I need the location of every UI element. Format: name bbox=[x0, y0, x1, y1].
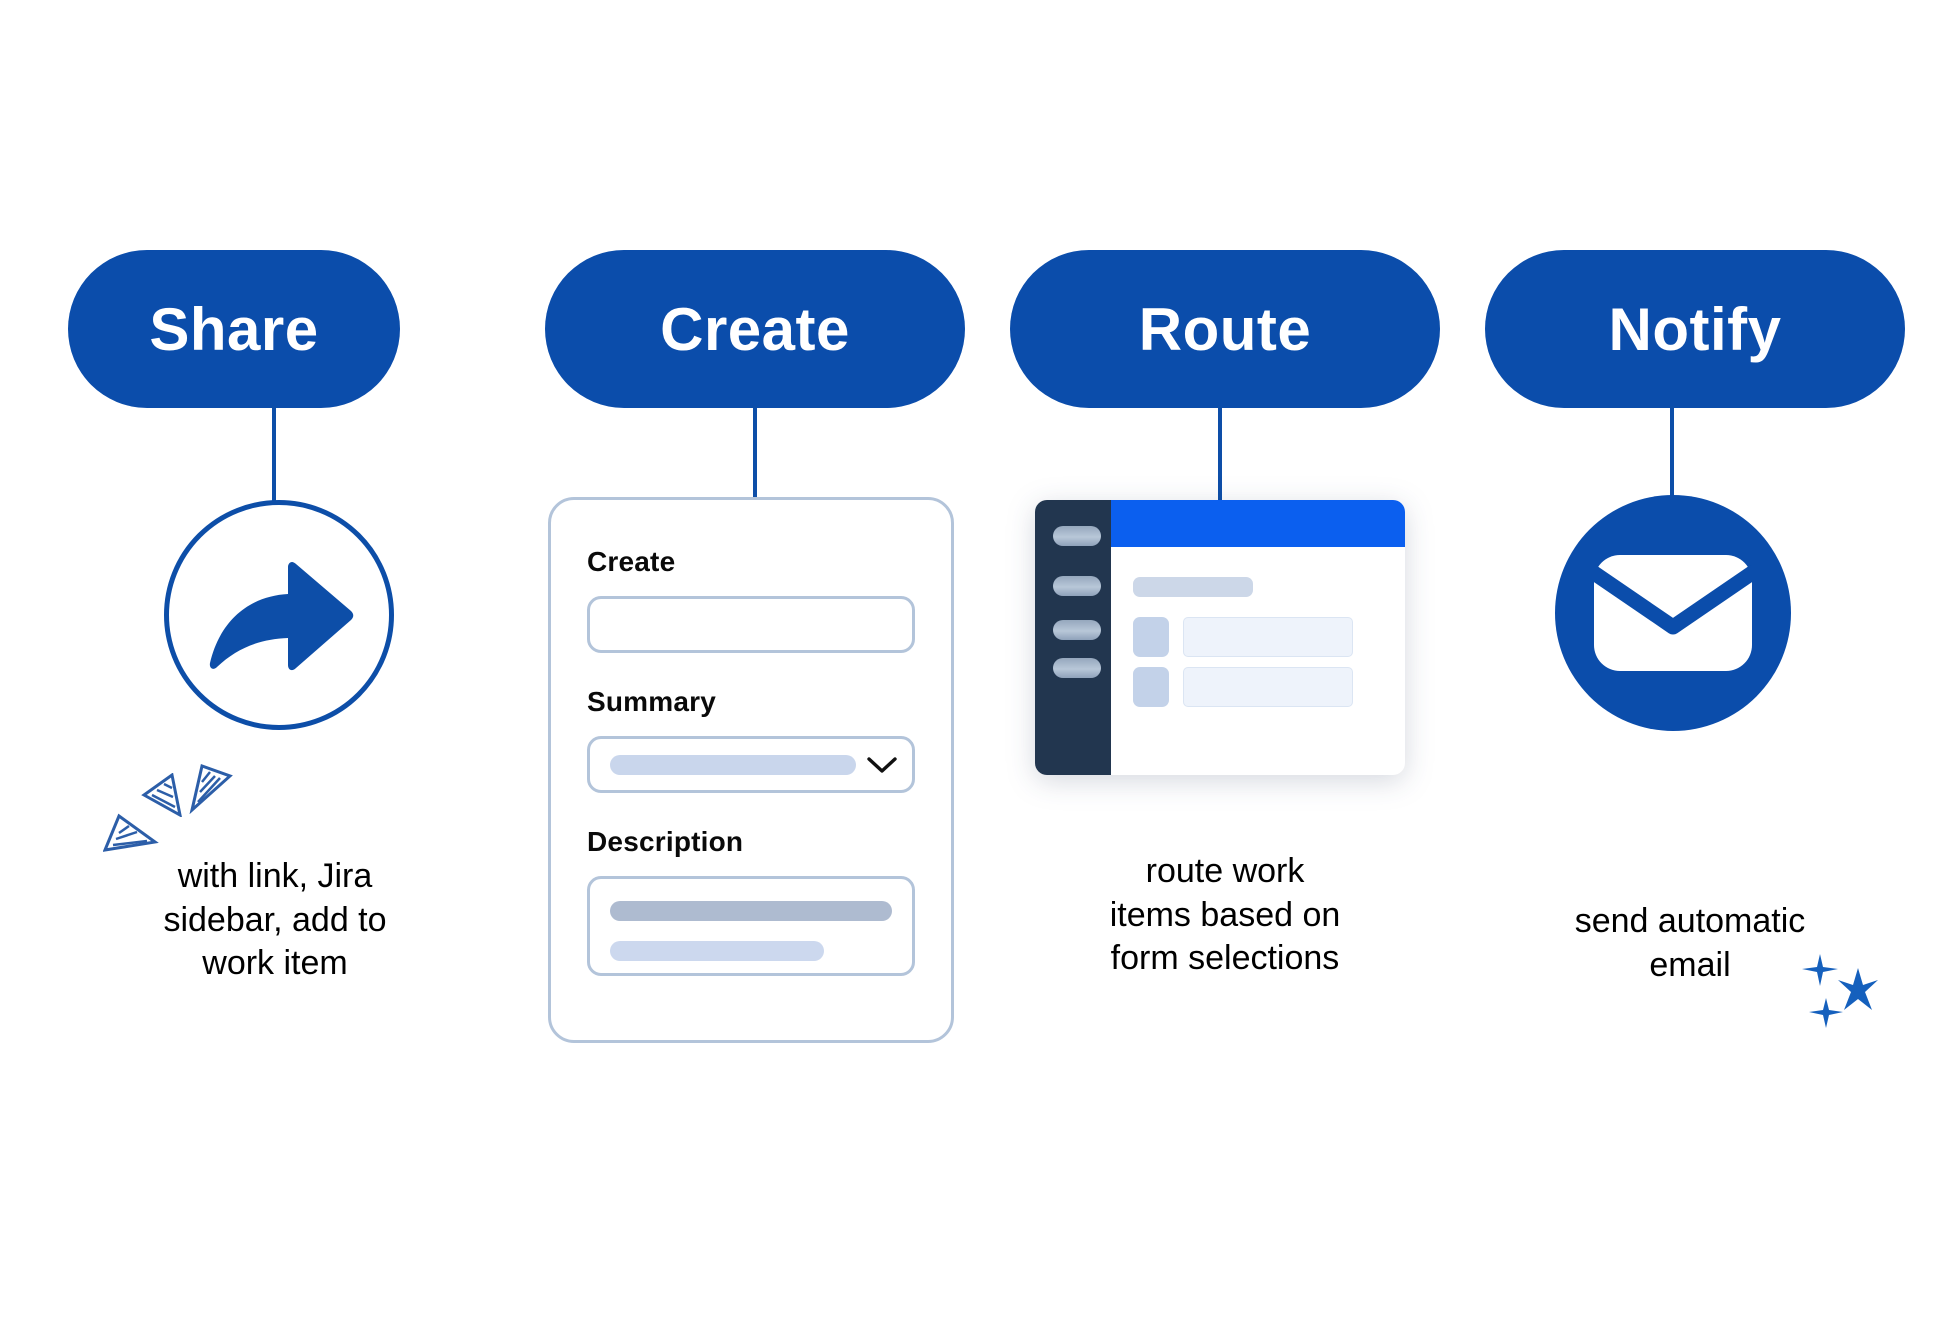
share-arrow-icon bbox=[209, 562, 354, 671]
caption-route: route work items based on form selection… bbox=[1109, 852, 1341, 978]
description-textarea[interactable] bbox=[587, 876, 915, 976]
route-content-heading-bar bbox=[1133, 577, 1253, 597]
route-row-1-field[interactable] bbox=[1183, 617, 1353, 657]
confetti-piece-icon bbox=[103, 813, 159, 852]
connector-line-notify bbox=[1670, 406, 1674, 500]
route-row-2-thumb bbox=[1133, 667, 1169, 707]
route-sidebar-item-2[interactable] bbox=[1053, 576, 1101, 596]
step-pill-notify[interactable]: Notify bbox=[1485, 250, 1905, 408]
step-pill-notify-label: Notify bbox=[1608, 295, 1782, 363]
envelope-icon bbox=[1594, 555, 1752, 671]
connector-line-share bbox=[272, 406, 276, 504]
summary-select[interactable] bbox=[587, 736, 915, 793]
step-pill-route-label: Route bbox=[1138, 295, 1312, 363]
step-pill-create-label: Create bbox=[660, 295, 850, 363]
step-pill-create[interactable]: Create bbox=[545, 250, 965, 408]
sparkle-icon bbox=[1809, 998, 1843, 1028]
connector-line-create bbox=[753, 406, 757, 501]
route-window-sidebar bbox=[1035, 500, 1111, 775]
share-icon-circle bbox=[164, 500, 394, 730]
step-pill-share-label: Share bbox=[149, 295, 319, 363]
step-pill-route[interactable]: Route bbox=[1010, 250, 1440, 408]
route-app-window bbox=[1035, 500, 1405, 775]
route-window-titlebar bbox=[1111, 500, 1405, 547]
field-label-create: Create bbox=[587, 546, 676, 577]
field-label-summary: Summary bbox=[587, 686, 717, 717]
caption-notify: send automatic email bbox=[1574, 902, 1806, 984]
create-form-card: Create Summary Description bbox=[548, 497, 954, 1043]
caption-share: with link, Jira sidebar, add to work ite… bbox=[163, 857, 387, 983]
step-pill-share[interactable]: Share bbox=[68, 250, 400, 408]
sparkle-icon bbox=[1802, 954, 1838, 986]
create-text-input[interactable] bbox=[587, 596, 915, 653]
route-row-1-thumb bbox=[1133, 617, 1169, 657]
description-placeholder-bar-2 bbox=[610, 941, 825, 961]
chevron-down-icon[interactable] bbox=[866, 755, 898, 775]
summary-placeholder-bar bbox=[610, 754, 856, 775]
description-placeholder-bar-1 bbox=[610, 901, 892, 921]
route-row-2-field[interactable] bbox=[1183, 667, 1353, 707]
confetti-piece-icon bbox=[141, 773, 182, 817]
route-sidebar-item-1[interactable] bbox=[1053, 526, 1101, 546]
connector-line-route bbox=[1218, 406, 1222, 506]
route-sidebar-item-3[interactable] bbox=[1053, 620, 1101, 640]
field-label-description: Description bbox=[587, 826, 744, 857]
sparkle-icon bbox=[1838, 968, 1878, 1010]
confetti-piece-icon bbox=[189, 764, 233, 814]
route-window-body bbox=[1111, 500, 1405, 775]
route-sidebar-item-4[interactable] bbox=[1053, 658, 1101, 678]
